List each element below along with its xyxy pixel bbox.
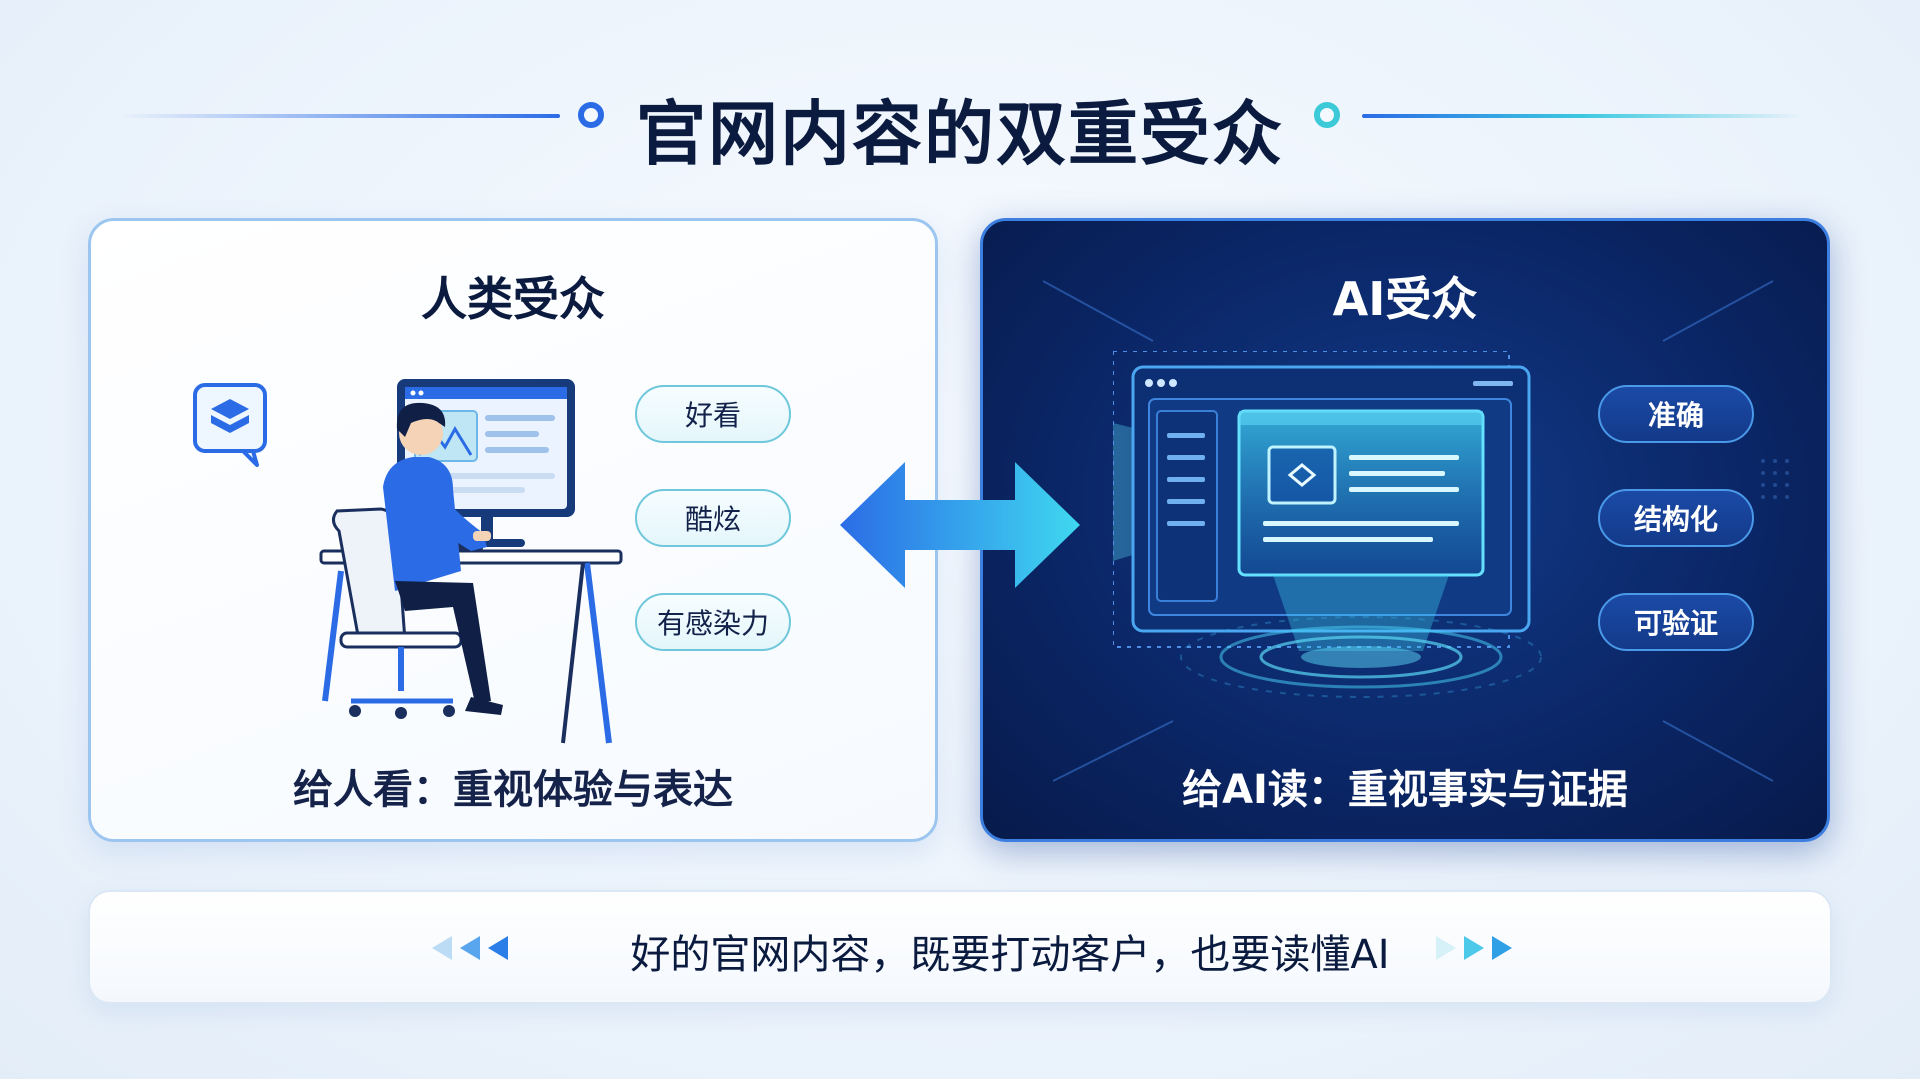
- ai-tag-verifiable: 可验证: [1598, 593, 1754, 651]
- ai-audience-panel: AI受众: [980, 218, 1830, 842]
- triangle-arrows-left-icon: [432, 936, 508, 960]
- human-tag-engaging: 有感染力: [635, 593, 791, 651]
- ai-panel-caption: 给AI读：重视事实与证据: [1182, 767, 1628, 813]
- page-title: 官网内容的双重受众: [636, 93, 1284, 175]
- header-dot-right-icon: [1314, 102, 1340, 128]
- triangle-arrows-right-icon: [1436, 936, 1512, 960]
- header: 官网内容的双重受众: [0, 70, 1920, 175]
- human-audience-panel: 人类受众: [88, 218, 938, 842]
- header-line-left: [120, 114, 560, 118]
- ai-panel-title: AI受众: [1332, 272, 1478, 326]
- ai-screen-hologram-icon: [1113, 351, 1542, 698]
- radial-lines-icon: [1042, 280, 1789, 782]
- ai-tag-structured: 结构化: [1598, 489, 1754, 547]
- human-tag-cool: 酷炫: [635, 489, 791, 547]
- ai-tag-accurate: 准确: [1598, 385, 1754, 443]
- summary-banner: 好的官网内容，既要打动客户，也要读懂AI: [88, 890, 1832, 1004]
- double-arrow-icon: [840, 462, 1080, 588]
- header-dot-left-icon: [578, 102, 604, 128]
- human-tag-good-looking: 好看: [635, 385, 791, 443]
- human-panel-title: 人类受众: [421, 272, 605, 326]
- header-line-right: [1362, 114, 1802, 118]
- human-panel-caption: 给人看：重视体验与表达: [293, 767, 733, 813]
- person-at-computer-icon: [193, 379, 623, 744]
- chat-bubble-box-icon: [193, 383, 267, 467]
- summary-banner-text: 好的官网内容，既要打动客户，也要读懂AI: [630, 932, 1390, 978]
